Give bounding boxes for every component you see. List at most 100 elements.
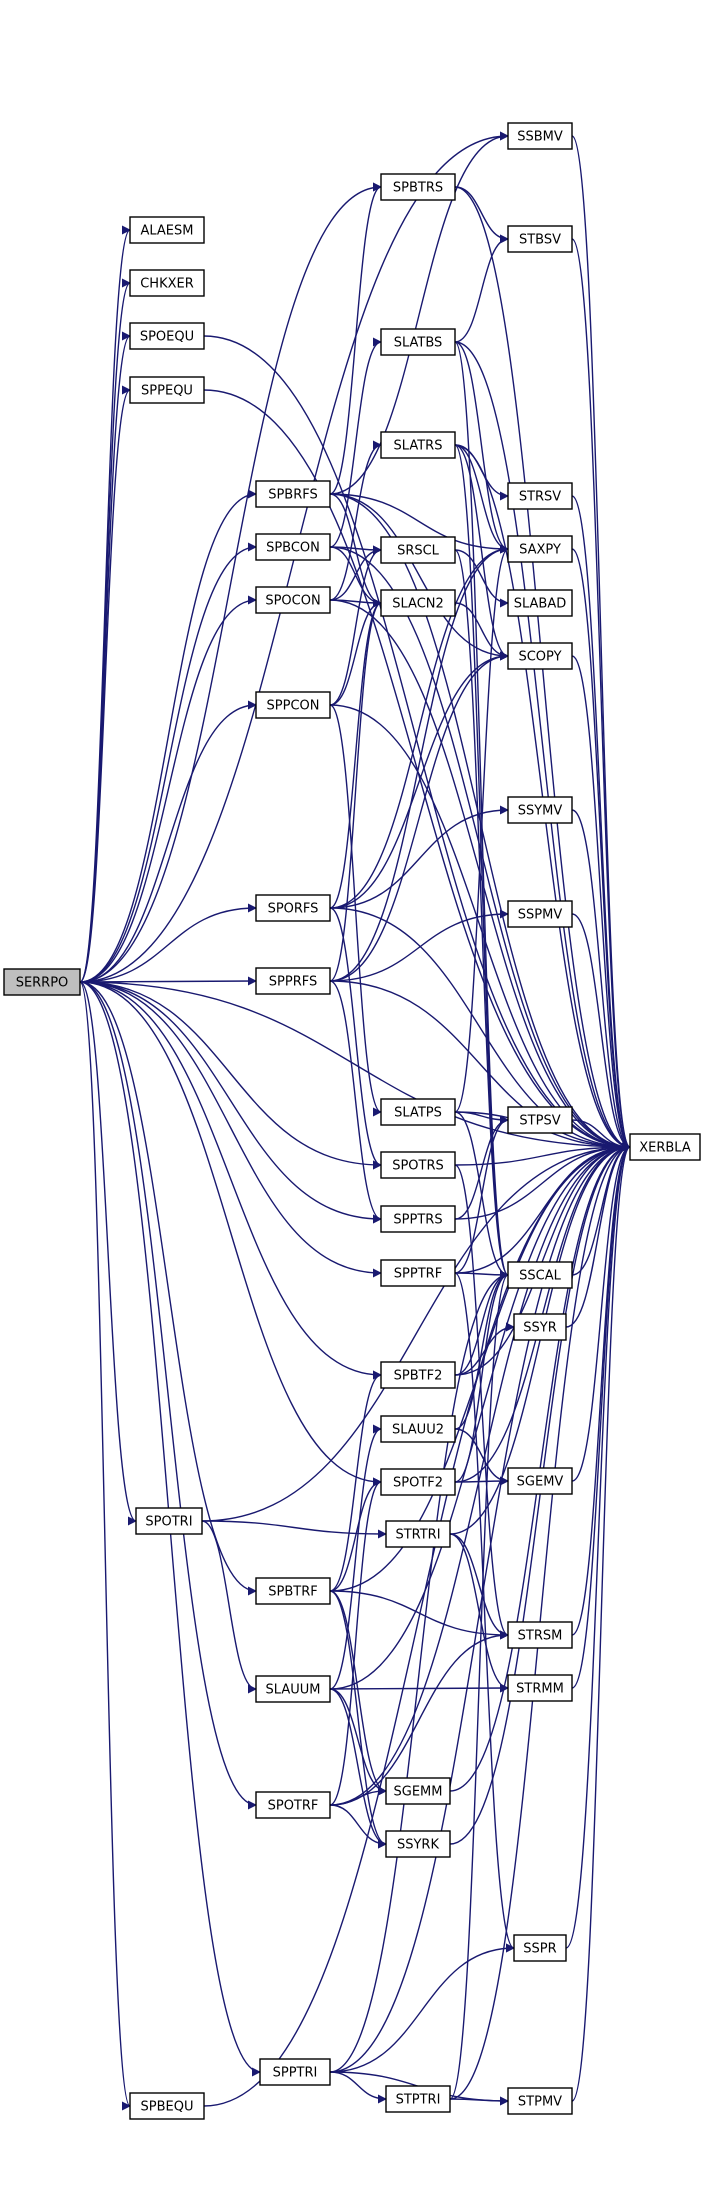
edge-srscl-slabad xyxy=(454,549,509,608)
node-box xyxy=(507,1261,573,1289)
node-spbrfs[interactable]: SPBRFS xyxy=(255,480,331,508)
node-spbcon[interactable]: SPBCON xyxy=(255,533,331,561)
node-scopy[interactable]: SCOPY xyxy=(507,642,573,670)
edge-serrpo-spptrs xyxy=(79,981,382,1224)
node-box xyxy=(380,431,456,459)
node-spptrf[interactable]: SPPTRF xyxy=(380,1259,456,1287)
node-sppcon[interactable]: SPPCON xyxy=(255,691,331,719)
node-label: STRMM xyxy=(516,1682,564,1697)
node-slatps[interactable]: SLATPS xyxy=(380,1098,456,1126)
node-spotrs[interactable]: SPOTRS xyxy=(380,1151,456,1179)
node-stpsv[interactable]: STPSV xyxy=(507,1106,573,1134)
node-box xyxy=(507,796,573,824)
node-box xyxy=(513,1934,567,1962)
edge-spptrs-stpsv xyxy=(454,1115,509,1220)
node-box xyxy=(380,1468,456,1496)
node-ssbmv[interactable]: SSBMV xyxy=(507,122,573,150)
node-sgemm[interactable]: SGEMM xyxy=(385,1777,451,1805)
node-spotf2[interactable]: SPOTF2 xyxy=(380,1468,456,1496)
node-label: SPOTRI xyxy=(145,1515,192,1530)
node-stbsv[interactable]: STBSV xyxy=(507,225,573,253)
edge-serrpo-spotf2 xyxy=(79,981,382,1487)
node-label: SPBCON xyxy=(266,541,320,556)
node-strsv[interactable]: STRSV xyxy=(507,482,573,510)
node-label: SPOEQU xyxy=(140,330,194,345)
node-label: SSYR xyxy=(523,1321,556,1336)
node-spotri[interactable]: SPOTRI xyxy=(135,1507,203,1535)
node-saxpy[interactable]: SAXPY xyxy=(507,535,573,563)
node-label: XERBLA xyxy=(639,1141,691,1156)
node-ssyr[interactable]: SSYR xyxy=(513,1313,567,1341)
node-chkxer[interactable]: CHKXER xyxy=(129,269,205,297)
node-label: SSPMV xyxy=(518,908,563,923)
node-spoequ[interactable]: SPOEQU xyxy=(129,322,205,350)
node-label: SLACN2 xyxy=(392,597,444,612)
node-sppequ[interactable]: SPPEQU xyxy=(129,376,205,404)
edge-serrpo-spotrs xyxy=(79,981,382,1170)
node-spptri[interactable]: SPPTRI xyxy=(259,2058,331,2086)
node-label: SSYRK xyxy=(397,1838,439,1853)
edge-slatrs-sscal xyxy=(454,444,509,1280)
node-box xyxy=(380,173,456,201)
node-spocon[interactable]: SPOCON xyxy=(255,586,331,614)
node-spbtf2[interactable]: SPBTF2 xyxy=(380,1361,456,1389)
node-box xyxy=(380,1361,456,1389)
edge-serrpo-sppequ xyxy=(79,385,131,983)
node-sspr[interactable]: SSPR xyxy=(513,1934,567,1962)
node-alaesm[interactable]: ALAESM xyxy=(129,216,205,244)
node-strsm[interactable]: STRSM xyxy=(507,1621,573,1649)
node-label: SPOTRF xyxy=(268,1799,319,1814)
node-stptri[interactable]: STPTRI xyxy=(385,2085,451,2113)
edge-srscl-sscal xyxy=(454,549,509,1280)
node-slatbs[interactable]: SLATBS xyxy=(380,328,456,356)
node-ssyrk[interactable]: SSYRK xyxy=(385,1830,451,1858)
node-slauu2[interactable]: SLAUU2 xyxy=(380,1415,456,1443)
node-spotrf[interactable]: SPOTRF xyxy=(255,1791,331,1819)
node-box xyxy=(507,225,573,253)
edge-spocon-srscl xyxy=(329,545,382,601)
edge-spptri-sspr xyxy=(329,1943,515,2073)
node-slacn2[interactable]: SLACN2 xyxy=(380,589,456,617)
node-ssymv[interactable]: SSYMV xyxy=(507,796,573,824)
node-label: SPBTRF xyxy=(268,1585,317,1600)
node-spprfs[interactable]: SPPRFS xyxy=(255,967,331,995)
node-srscl[interactable]: SRSCL xyxy=(380,536,456,564)
node-sporfs[interactable]: SPORFS xyxy=(255,894,331,922)
node-slatrs[interactable]: SLATRS xyxy=(380,431,456,459)
node-strtri[interactable]: STRTRI xyxy=(385,1520,451,1548)
edge-slatrs-saxpy xyxy=(454,444,509,554)
node-box xyxy=(380,1205,456,1233)
node-box xyxy=(385,1830,451,1858)
node-xerbla[interactable]: XERBLA xyxy=(629,1133,701,1161)
node-label: SAXPY xyxy=(519,543,561,558)
node-box xyxy=(385,1777,451,1805)
node-slauum[interactable]: SLAUUM xyxy=(255,1675,331,1703)
node-box xyxy=(507,2087,573,2115)
node-spptrs[interactable]: SPPTRS xyxy=(380,1205,456,1233)
edges-layer xyxy=(79,131,631,2111)
edge-spbrfs-spbtrs xyxy=(329,182,382,495)
edge-spptri-sscal xyxy=(329,1270,509,2073)
node-spbtrs[interactable]: SPBTRS xyxy=(380,173,456,201)
node-sspmv[interactable]: SSPMV xyxy=(507,900,573,928)
node-sgemv[interactable]: SGEMV xyxy=(507,1467,573,1495)
node-spbequ[interactable]: SPBEQU xyxy=(129,2092,205,2120)
node-serrpo[interactable]: SERRPO xyxy=(3,968,81,996)
edge-sgemv-xerbla xyxy=(571,1142,631,1482)
edge-sppcon-xerbla xyxy=(329,704,631,1152)
node-slabad[interactable]: SLABAD xyxy=(507,589,573,617)
node-strmm[interactable]: STRMM xyxy=(507,1674,573,1702)
node-box xyxy=(507,535,573,563)
node-box xyxy=(129,322,205,350)
node-label: SPBTF2 xyxy=(394,1369,443,1384)
node-box xyxy=(507,1467,573,1495)
node-box xyxy=(255,894,331,922)
node-box xyxy=(629,1133,701,1161)
node-spbtrf[interactable]: SPBTRF xyxy=(255,1577,331,1605)
node-stpmv[interactable]: STPMV xyxy=(507,2087,573,2115)
node-sscal[interactable]: SSCAL xyxy=(507,1261,573,1289)
node-label: CHKXER xyxy=(140,277,194,292)
node-box xyxy=(385,2085,451,2113)
node-label: SPPTRI xyxy=(273,2066,318,2081)
edge-slatps-saxpy xyxy=(454,544,509,1113)
